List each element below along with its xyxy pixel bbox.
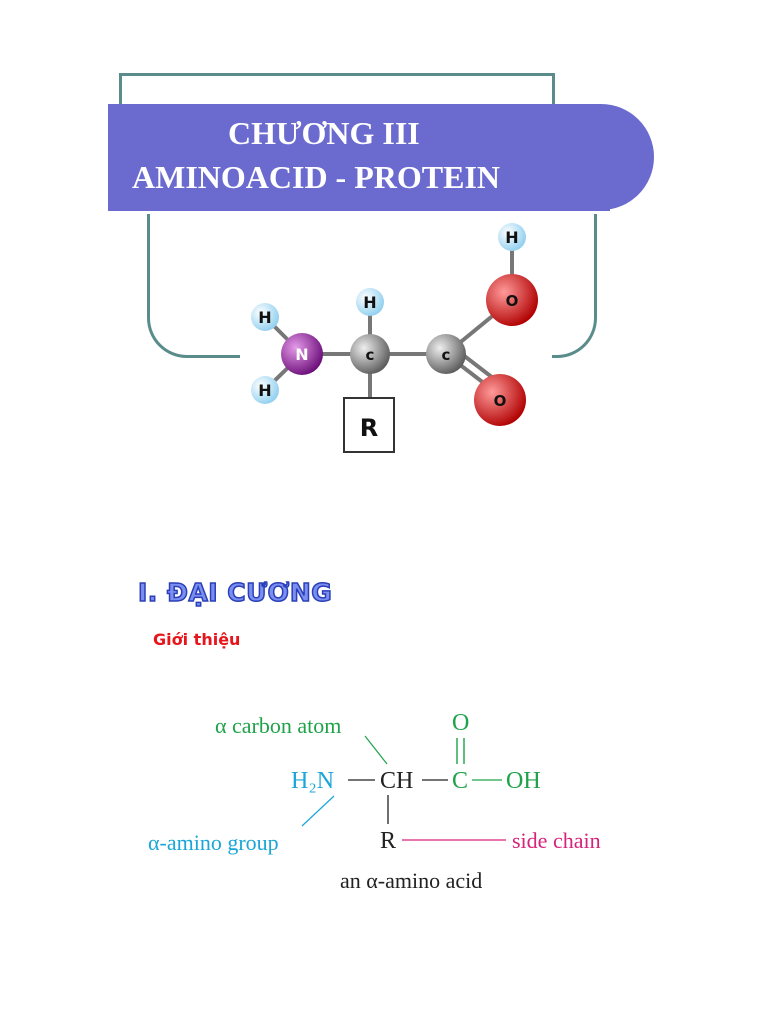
svg-text:H: H: [258, 308, 271, 327]
svg-text:H: H: [505, 228, 518, 247]
svg-text:H: H: [258, 381, 271, 400]
carboxyl-oh-label: OH: [506, 768, 541, 794]
carboxyl-carbon-atom: c: [426, 334, 466, 374]
r-group-label: R: [360, 414, 378, 442]
section-heading: I. ĐẠI CƯƠNG: [137, 577, 333, 608]
carbonyl-o-label: O: [452, 710, 469, 736]
svg-text:H: H: [363, 293, 376, 312]
title-banner-underline: [108, 207, 610, 211]
title-banner: [108, 104, 654, 210]
hydrogen-atom-n-bottom: H: [251, 376, 279, 404]
svg-text:c: c: [366, 346, 375, 364]
hydrogen-atom-hydroxyl: H: [498, 223, 526, 251]
title-frame-top: [119, 73, 555, 107]
side-chain-r-label: R: [380, 828, 396, 854]
alpha-carbon-atom: c: [350, 334, 390, 374]
amino-acid-structure-diagram: α carbon atom O H₂N CH C OH R side chain…: [140, 700, 620, 900]
diagram-caption: an α-amino acid: [340, 868, 482, 893]
svg-text:N: N: [295, 345, 308, 364]
amino-acid-molecule-model: R H H N H c c H: [240, 222, 552, 462]
carboxyl-c-label: C: [452, 768, 468, 794]
hydrogen-atom-n-top: H: [251, 303, 279, 331]
amino-nh2-label: H₂N: [291, 768, 334, 794]
chapter-title: CHƯƠNG III: [228, 115, 420, 151]
molecule-bonds: [263, 239, 514, 400]
hydrogen-atom-top: H: [356, 288, 384, 316]
svg-text:O: O: [506, 292, 519, 310]
r-group-box: [343, 397, 395, 453]
hydroxyl-oxygen-atom: O: [486, 274, 538, 326]
side-chain-label: side chain: [512, 828, 601, 853]
alpha-carbon-pointer: [364, 735, 388, 765]
svg-text:c: c: [442, 346, 451, 364]
amino-group-pointer: [301, 795, 335, 827]
alpha-ch-label: CH: [380, 768, 413, 794]
section-subheading: Giới thiệu: [153, 630, 241, 649]
carbonyl-oxygen-atom: O: [474, 374, 526, 426]
svg-text:O: O: [494, 392, 507, 410]
alpha-carbon-label: α carbon atom: [215, 713, 341, 738]
nitrogen-atom: N: [281, 333, 323, 375]
chapter-subtitle: AMINOACID - PROTEIN: [132, 159, 500, 195]
amino-group-label: α-amino group: [148, 830, 279, 855]
